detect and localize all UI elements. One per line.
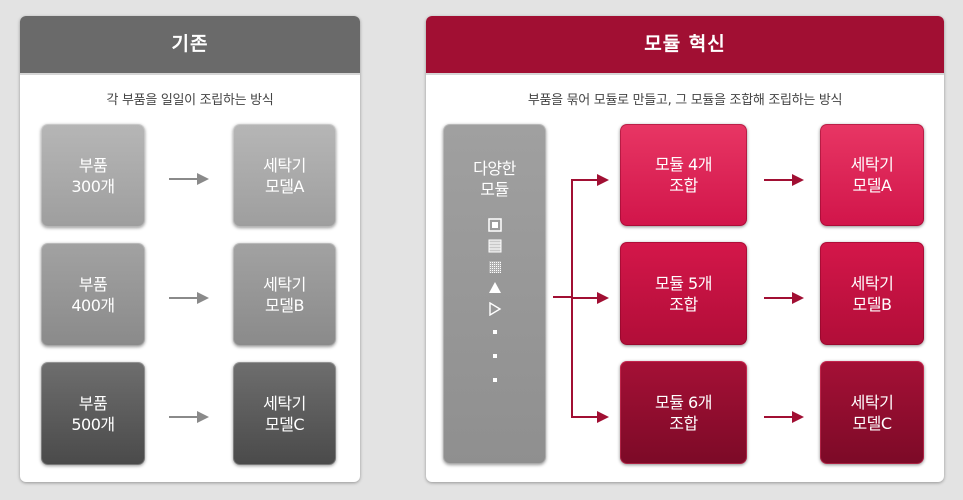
module-label: 모듈 <box>480 180 509 199</box>
washer-label: 세탁기 <box>263 393 306 413</box>
conventional-panel-title: 기존 <box>20 16 360 75</box>
outline-triangle-icon <box>488 302 501 316</box>
combination-label: 조합 <box>669 294 698 314</box>
module-panel-title: 모듈 혁신 <box>426 16 944 75</box>
arrow-right-icon <box>571 174 609 186</box>
horizontal-lines-icon <box>488 239 501 253</box>
washer-label: 세탁기 <box>850 273 894 293</box>
arrow-right-icon <box>169 411 209 423</box>
arrow-right-icon <box>764 174 804 186</box>
model-label: 모델A <box>852 176 892 195</box>
washer-model-c-box: 세탁기 모델C <box>820 361 924 464</box>
ellipsis-dot <box>492 354 497 358</box>
combination-label: 조합 <box>669 413 698 433</box>
washer-model-b-box: 세탁기 모델B <box>820 242 924 345</box>
washer-label: 세탁기 <box>850 155 894 174</box>
module-count-label: 모듈 6개 <box>655 392 712 412</box>
model-label: 모델C <box>852 413 892 433</box>
parts-label: 부품 <box>78 393 108 413</box>
parts-box-400: 부품 400개 <box>41 243 145 346</box>
module-count-label: 모듈 4개 <box>655 155 712 174</box>
ellipsis-dot <box>492 330 497 334</box>
filled-triangle-icon <box>488 282 501 293</box>
model-label: 모델B <box>265 295 304 315</box>
washer-model-a-box: 세탁기 모델A <box>233 124 336 227</box>
parts-count: 300개 <box>71 176 115 196</box>
module-4-combo-box: 모듈 4개 조합 <box>620 124 747 226</box>
various-label: 다양한 <box>473 159 516 178</box>
parts-box-300: 부품 300개 <box>41 124 145 227</box>
square-in-square-icon <box>487 218 502 232</box>
module-subtitle: 부품을 묶어 모듈로 만들고, 그 모듈을 조합해 조립하는 방식 <box>527 93 843 108</box>
arrow-right-icon <box>764 292 804 304</box>
parts-label: 부품 <box>78 274 108 294</box>
parts-box-500: 부품 500개 <box>41 362 145 465</box>
module-6-combo-box: 모듈 6개 조합 <box>620 361 747 464</box>
conventional-subtitle: 각 부품을 일일이 조립하는 방식 <box>106 93 274 108</box>
various-modules-box: 다양한 모듈 <box>443 124 546 464</box>
module-count-label: 모듈 5개 <box>655 273 712 293</box>
model-label: 모델A <box>265 176 304 196</box>
washer-model-b-box: 세탁기 모델B <box>233 243 336 346</box>
arrow-right-icon <box>571 292 609 304</box>
arrow-right-icon <box>169 292 209 304</box>
parts-label: 부품 <box>78 155 108 175</box>
conventional-panel: 기존 각 부품을 일일이 조립하는 방식 부품 300개 세탁기 모델A 부품 … <box>20 16 360 482</box>
connector-stub <box>553 296 572 298</box>
washer-label: 세탁기 <box>263 274 306 294</box>
washer-model-c-box: 세탁기 모델C <box>233 362 336 465</box>
arrow-right-icon <box>571 411 609 423</box>
dotted-pattern-icon <box>488 261 501 273</box>
arrow-right-icon <box>169 173 209 185</box>
washer-model-a-box: 세탁기 모델A <box>820 124 924 226</box>
washer-label: 세탁기 <box>850 392 894 412</box>
washer-label: 세탁기 <box>263 155 306 175</box>
module-5-combo-box: 모듈 5개 조합 <box>620 242 747 345</box>
parts-count: 500개 <box>71 414 115 434</box>
parts-count: 400개 <box>71 295 115 315</box>
model-label: 모델C <box>264 414 305 434</box>
model-label: 모델B <box>852 294 892 314</box>
ellipsis-dot <box>492 378 497 382</box>
module-innovation-panel: 모듈 혁신 부품을 묶어 모듈로 만들고, 그 모듈을 조합해 조립하는 방식 … <box>426 16 944 482</box>
arrow-right-icon <box>764 411 804 423</box>
combination-label: 조합 <box>669 176 698 195</box>
